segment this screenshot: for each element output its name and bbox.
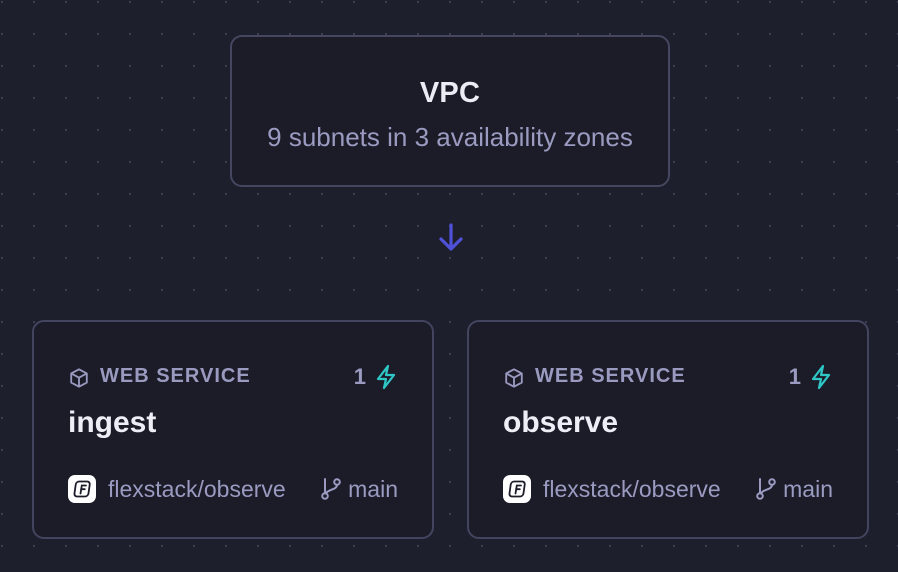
vpc-subtitle: 9 subnets in 3 availability zones [267,122,633,152]
service-node-ingest[interactable]: WEB SERVICE 1 ingest flexstack/observe m… [32,320,434,539]
service-name: observe [503,406,619,439]
flexstack-logo-icon [68,475,96,503]
service-footer: flexstack/observe main [503,474,833,504]
branch-info[interactable]: main [755,476,833,503]
arrow-down-icon [439,223,463,251]
branch-info[interactable]: main [320,476,398,503]
cube-icon [70,368,88,388]
service-footer: flexstack/observe main [68,474,398,504]
instance-count: 1 [353,364,366,389]
service-node-observe[interactable]: WEB SERVICE 1 observe flexstack/observe … [467,320,869,539]
service-header: WEB SERVICE 1 [503,364,833,392]
git-branch-icon [321,478,341,500]
flexstack-logo-icon [503,475,531,503]
instance-count: 1 [788,364,801,389]
lightning-bolt-icon [811,364,831,390]
branch-name: main [783,475,833,502]
instance-indicator: 1 [789,364,833,390]
lightning-bolt-icon [376,364,396,390]
service-name: ingest [68,406,157,439]
repo-link[interactable]: flexstack/observe [543,475,721,502]
instance-indicator: 1 [354,364,398,390]
service-type-label: WEB SERVICE [535,365,686,387]
repo-link[interactable]: flexstack/observe [108,475,286,502]
vpc-node[interactable]: VPC 9 subnets in 3 availability zones [230,35,670,187]
cube-icon [505,368,523,388]
service-type-label: WEB SERVICE [100,365,251,387]
service-header: WEB SERVICE 1 [68,364,398,392]
branch-name: main [348,475,398,502]
vpc-title: VPC [419,77,481,109]
git-branch-icon [756,478,776,500]
